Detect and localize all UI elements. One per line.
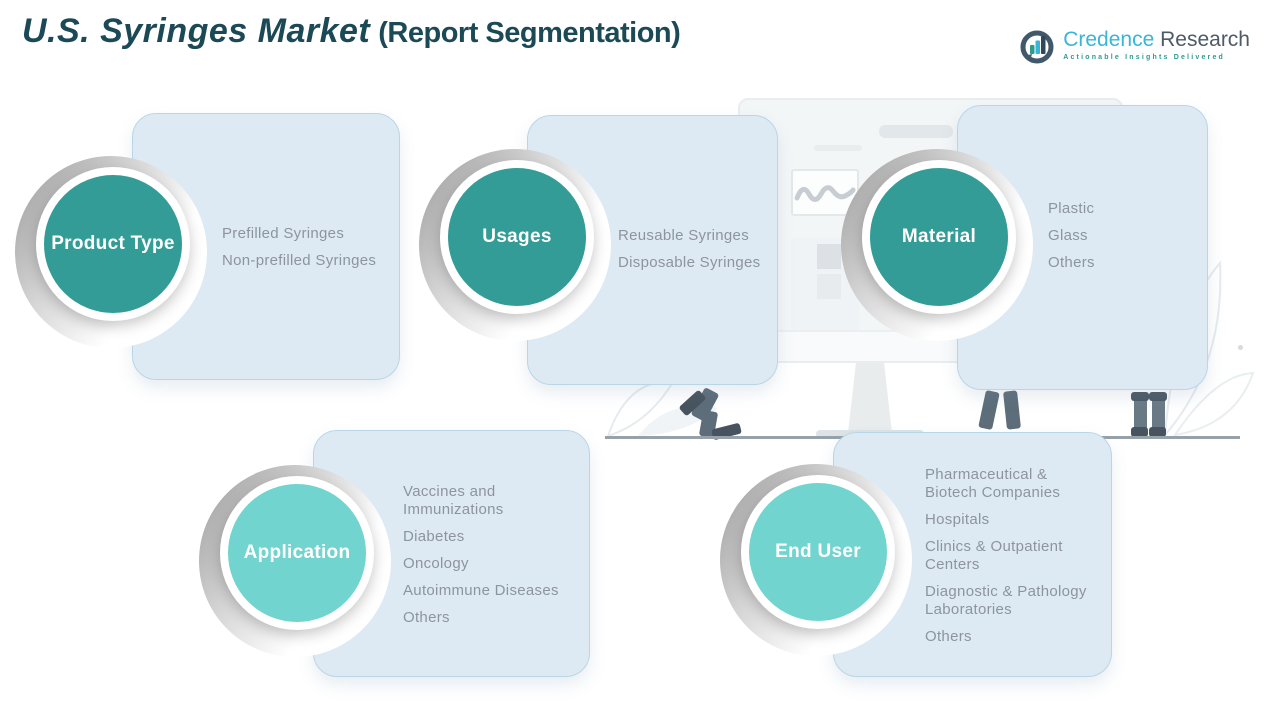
brand-name-secondary: Research	[1160, 28, 1250, 51]
segment-item: Diabetes	[403, 528, 465, 545]
segment-item: Disposable Syringes	[618, 254, 761, 271]
segment-item: Non-prefilled Syringes	[222, 252, 377, 269]
segment-bubble-end-user: End User	[720, 464, 912, 656]
squiggle-line-icon	[794, 185, 856, 202]
segment-item: Reusable Syringes	[618, 227, 750, 244]
segment-label: Material	[901, 226, 977, 247]
brand-name: Credence Research	[1063, 28, 1250, 51]
page-title: U.S. Syringes Market(Report Segmentation…	[22, 12, 681, 51]
segment-label: End User	[775, 541, 861, 562]
segment-item: Prefilled Syringes	[222, 225, 345, 242]
person-shoe	[1149, 427, 1166, 437]
segment-bubble-application: Application	[199, 465, 391, 657]
bubble-disc: Material	[862, 160, 1016, 314]
segment-item: Autoimmune Diseases	[403, 582, 559, 599]
segment-item: Others	[925, 628, 972, 645]
segment-item: Others	[403, 609, 450, 626]
monitor-block-shape	[817, 274, 841, 299]
segment-item: Hospitals	[925, 511, 990, 528]
person-shoe	[1131, 427, 1148, 437]
segment-label: Usages	[482, 226, 552, 247]
monitor-block-shape	[817, 244, 841, 269]
segment-item: Vaccines and Immunizations	[403, 483, 504, 518]
segment-label: Application	[243, 542, 351, 563]
segment-bubble-product-type: Product Type	[15, 156, 207, 348]
bar-chart-bubble-icon	[1020, 30, 1054, 64]
segment-items-material: Plastic Glass Others	[1048, 200, 1238, 281]
person-leg	[1003, 390, 1021, 430]
segment-items-usages: Reusable Syringes Disposable Syringes	[618, 227, 808, 281]
bubble-disc: Application	[220, 476, 374, 630]
brand-tagline: Actionable Insights Delivered	[1063, 54, 1226, 61]
brand-name-primary: Credence	[1063, 28, 1155, 51]
segment-item: Clinics & Outpatient Centers	[925, 538, 1063, 573]
monitor-stand	[848, 363, 892, 433]
segment-item: Plastic	[1048, 200, 1095, 217]
monitor-topbar-shape	[879, 125, 953, 138]
person-leg	[1134, 394, 1147, 434]
segment-item: Diagnostic & Pathology Laboratories	[925, 583, 1087, 618]
page-title-main: U.S. Syringes Market	[22, 12, 371, 50]
segment-items-end-user: Pharmaceutical & Biotech Companies Hospi…	[925, 466, 1101, 655]
person-leg	[1152, 394, 1165, 434]
segment-item: Glass	[1048, 227, 1088, 244]
bubble-disc: End User	[741, 475, 895, 629]
page-title-sub: (Report Segmentation)	[378, 17, 681, 49]
segment-item: Pharmaceutical & Biotech Companies	[925, 466, 1061, 501]
segment-bubble-usages: Usages	[419, 149, 611, 341]
segment-item: Others	[1048, 254, 1095, 271]
segment-items-application: Vaccines and Immunizations Diabetes Onco…	[403, 483, 571, 636]
brand-logo: Credence Research Actionable Insights De…	[1018, 28, 1250, 66]
segment-bubble-material: Material	[841, 149, 1033, 341]
bubble-disc: Usages	[440, 160, 594, 314]
dot-decoration	[1238, 345, 1243, 350]
brand-logo-text: Credence Research Actionable Insights De…	[1063, 28, 1250, 61]
person-cuff	[1149, 392, 1167, 401]
person-leg	[978, 389, 1000, 431]
segment-items-product-type: Prefilled Syringes Non-prefilled Syringe…	[222, 225, 412, 279]
person-cuff	[1131, 392, 1149, 401]
segment-label: Product Type	[51, 233, 175, 254]
monitor-line-shape	[814, 145, 862, 151]
segment-item: Oncology	[403, 555, 469, 572]
bubble-disc: Product Type	[36, 167, 190, 321]
